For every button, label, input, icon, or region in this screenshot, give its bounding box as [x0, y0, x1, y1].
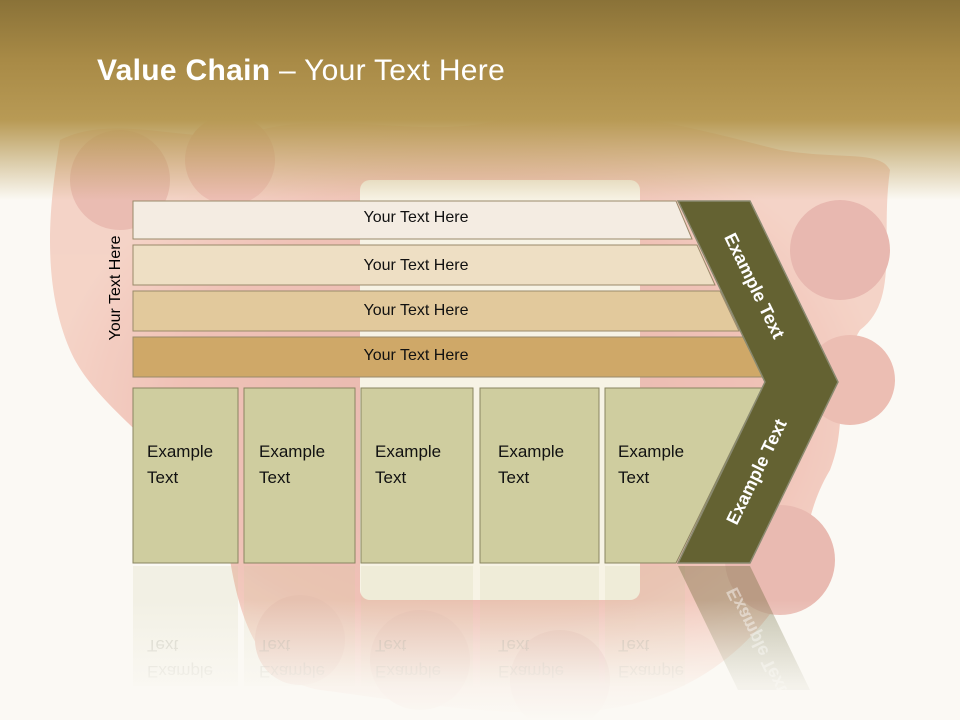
chevron-arrow: [676, 200, 839, 564]
bar-1-label: Your Text Here: [363, 209, 469, 226]
bottom-fade: [0, 600, 960, 720]
bar-1: [132, 200, 693, 240]
column-1-text: Example Text: [147, 442, 214, 487]
column-3-text: Example Text: [375, 442, 442, 487]
title-bold: Value Chain: [97, 54, 271, 87]
column-2: [243, 387, 356, 564]
bar-3-label: Your Text Here: [363, 302, 469, 319]
bar-4-label: Your Text Here: [363, 347, 469, 364]
column-1: [132, 387, 239, 564]
column-5-text: Example Text: [618, 442, 685, 487]
column-3: [360, 387, 474, 564]
bar-2-label: Your Text Here: [363, 257, 469, 274]
column-2-text: Example Text: [259, 442, 326, 487]
bar-3: [132, 290, 740, 332]
column-4-text: Example Text: [498, 442, 565, 487]
bar-2: [132, 244, 716, 286]
column-4: [479, 387, 600, 564]
column-5: [604, 387, 763, 564]
header-band: [0, 0, 960, 200]
slide-title: Value Chain – Your Text Here: [97, 54, 505, 88]
title-rest: – Your Text Here: [270, 54, 506, 87]
